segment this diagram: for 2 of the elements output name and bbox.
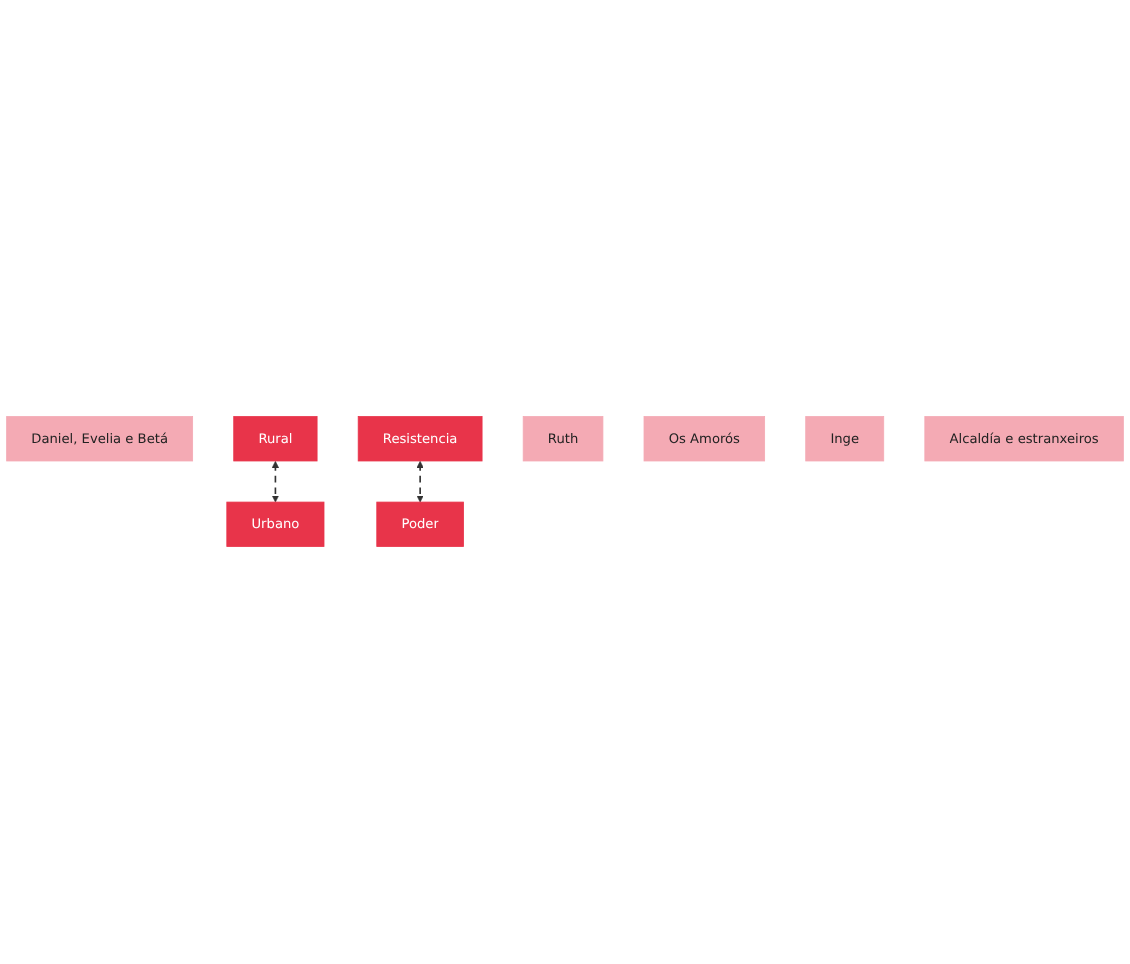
arrow <box>416 461 424 503</box>
arrow <box>271 461 280 503</box>
